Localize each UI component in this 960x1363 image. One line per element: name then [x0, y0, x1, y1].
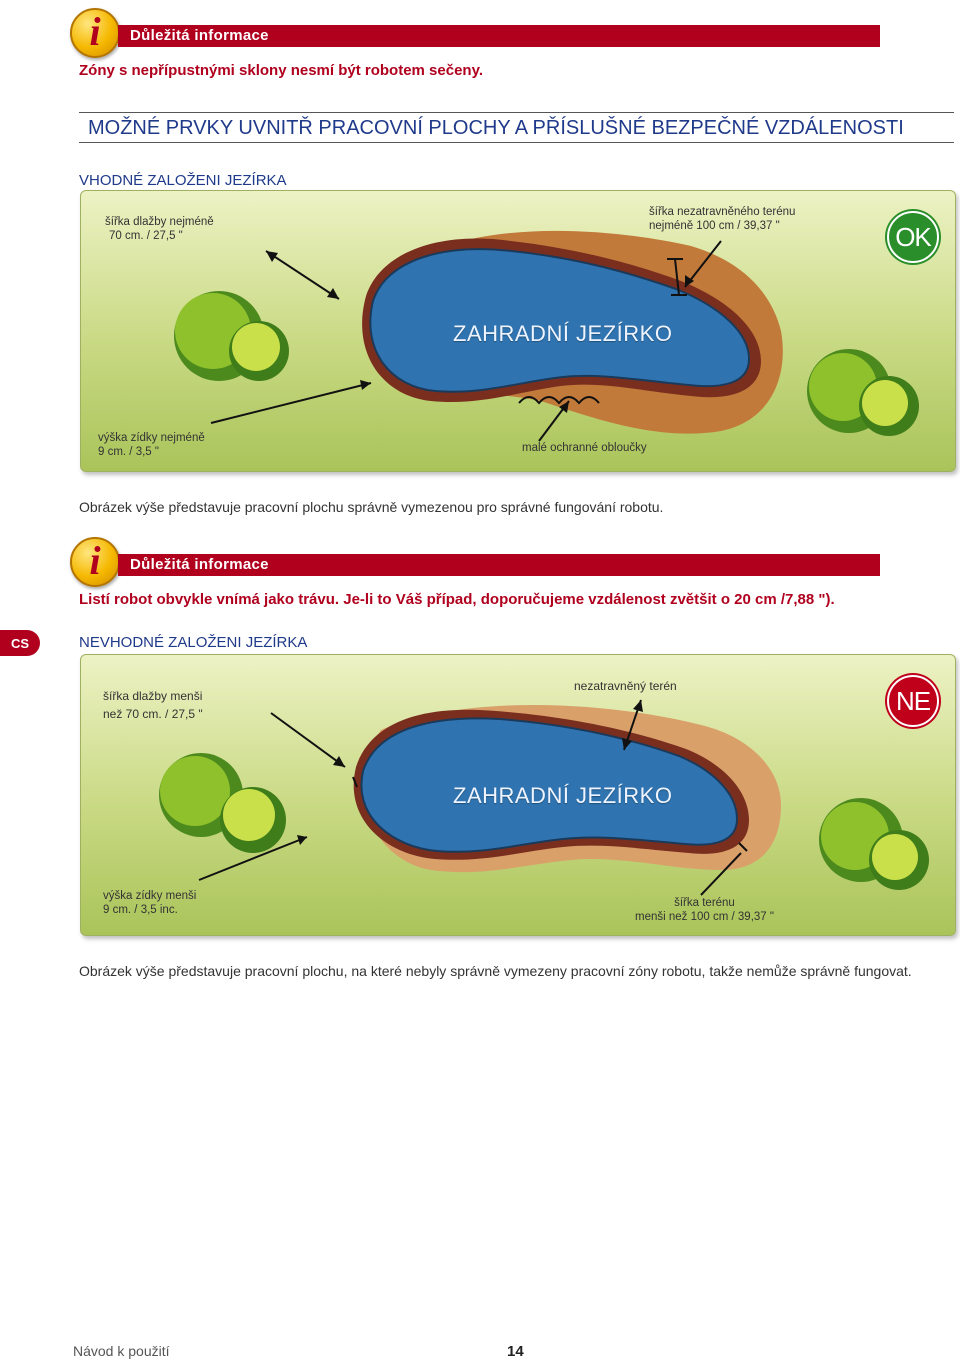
- wall-label: výška zídky menši 9 cm. / 3,5 inc.: [103, 889, 196, 917]
- bush-left: [159, 753, 286, 853]
- wall-label-line2: 9 cm. / 3,5 inc.: [103, 904, 178, 916]
- title-rule-top: [79, 112, 954, 113]
- info-banner: Důležitá informace: [118, 554, 880, 576]
- ne-badge: NE: [887, 675, 939, 727]
- pond-label: ZAHRADNÍ JEZÍRKO: [453, 783, 673, 808]
- page-number: 14: [507, 1343, 524, 1360]
- good-caption: Obrázek výše představuje pracovní plochu…: [79, 499, 664, 515]
- arches-label: malé ochranné obloučky: [522, 442, 647, 454]
- paving-label: šířka dlažby nejméně 70 cm. / 27,5 ": [105, 215, 214, 243]
- paving-label-line1: šířka dlažby menši: [103, 689, 203, 703]
- terrain-label-line1: šířka nezatravněného terénu: [649, 206, 796, 218]
- footer-manual-label: Návod k použití: [73, 1343, 170, 1359]
- wall-arrow: [198, 836, 308, 881]
- pond-label: ZAHRADNÍ JEZÍRKO: [453, 321, 673, 346]
- info-heading: Důležitá informace: [130, 556, 269, 573]
- info-text: Listí robot obvykle vnímá jako trávu. Je…: [79, 591, 835, 608]
- bad-pond-diagram: šířka dlažby menši než 70 cm. / 27,5 " n…: [80, 654, 956, 936]
- wall-label: výška zídky nejméně 9 cm. / 3,5 ": [98, 431, 205, 459]
- wall-label-line1: výška zídky menši: [103, 890, 197, 902]
- water: [369, 248, 751, 393]
- terrain-label-line2: nejméně 100 cm / 39,37 ": [649, 220, 780, 232]
- ok-badge: OK: [887, 211, 939, 263]
- info-icon: i: [70, 8, 120, 58]
- bad-pond-title: NEVHODNÉ ZALOŽENI JEZÍRKA: [79, 634, 308, 651]
- paving-label: šířka dlažby menši než 70 cm. / 27,5 ": [103, 687, 203, 723]
- bad-pond-illustration: [159, 699, 929, 896]
- ground-label-line1: šířka terénu: [674, 897, 735, 909]
- terrain-label: nezatravněný terén: [574, 679, 677, 693]
- section-title: MOŽNÉ PRVKY UVNITŘ PRACOVNÍ PLOCHY A PŘÍ…: [88, 117, 904, 139]
- water: [360, 717, 739, 853]
- paving-arrow: [270, 712, 346, 768]
- info-icon: i: [70, 537, 120, 587]
- paving-label-line1: šířka dlažby nejméně: [105, 216, 214, 228]
- title-rule-bottom: [79, 142, 954, 143]
- bush-left: [174, 291, 289, 381]
- ground-arrow: [700, 852, 742, 896]
- info-text: Zóny s nepřípustnými sklony nesmí být ro…: [79, 62, 483, 79]
- bush-right: [819, 798, 929, 890]
- ground-label: šířka terénu menši než 100 cm / 39,37 ": [635, 896, 774, 924]
- bad-caption: Obrázek výše představuje pracovní plochu…: [79, 963, 912, 979]
- wall-label-line2: 9 cm. / 3,5 ": [98, 446, 159, 458]
- paving-arrow: [265, 250, 340, 300]
- good-pond-illustration: [174, 230, 919, 442]
- bush-right: [807, 349, 919, 436]
- good-pond-title: VHODNÉ ZALOŽENI JEZÍRKA: [79, 172, 287, 189]
- terrain-label: šířka nezatravněného terénu nejméně 100 …: [649, 205, 795, 233]
- wall-label-line1: výška zídky nejméně: [98, 432, 205, 444]
- paving-label-line2: než 70 cm. / 27,5 ": [103, 707, 203, 721]
- info-banner: Důležitá informace: [118, 25, 880, 47]
- wall-arrow: [210, 382, 372, 424]
- protective-arches: [518, 396, 600, 405]
- good-pond-diagram: šířka dlažby nejméně 70 cm. / 27,5 " šíř…: [80, 190, 956, 472]
- ground-label-line2: menši než 100 cm / 39,37 ": [635, 911, 774, 923]
- paving-label-line2: 70 cm. / 27,5 ": [109, 230, 183, 242]
- language-tab: CS: [0, 630, 40, 656]
- info-heading: Důležitá informace: [130, 27, 269, 44]
